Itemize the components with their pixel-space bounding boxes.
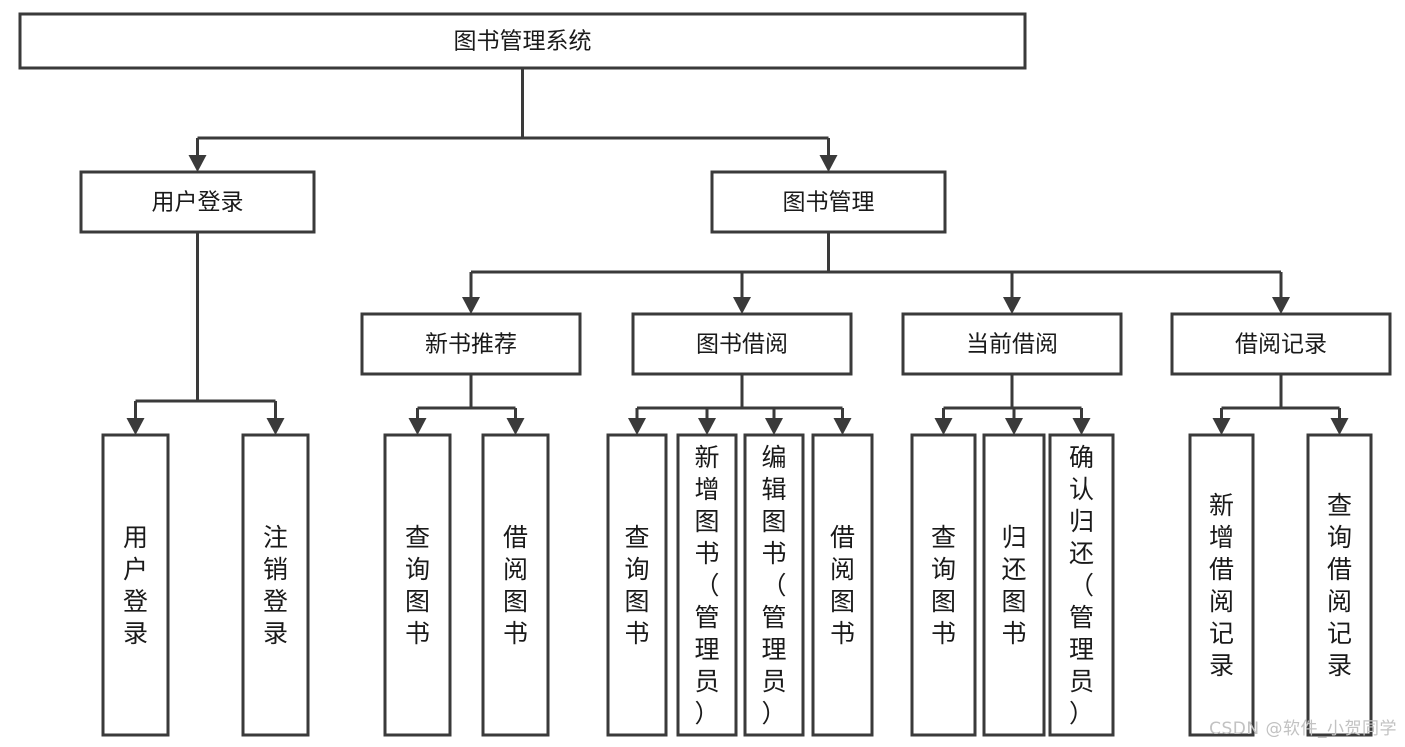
node-leaf_1[interactable]: 注销登录	[241, 433, 310, 737]
edge-arrowhead	[188, 155, 207, 172]
node-label: 查询图书	[624, 523, 649, 648]
node-label: 查询图书	[405, 523, 430, 648]
node-leaf_5[interactable]: 新增图书（管理员）	[676, 433, 738, 737]
node-label: 确认归还（管理员）	[1069, 443, 1094, 728]
edge-arrowhead	[1272, 297, 1290, 314]
edge-arrowhead	[408, 418, 427, 435]
node-label: 借阅图书	[503, 523, 528, 648]
node-l2_0[interactable]: 用户登录	[79, 170, 316, 234]
node-box	[1188, 433, 1255, 737]
node-box	[631, 312, 853, 376]
node-label: 图书管理系统	[454, 29, 592, 55]
node-label: 新增借阅记录	[1209, 491, 1234, 680]
node-leaf_11[interactable]: 新增借阅记录	[1188, 433, 1255, 737]
node-box	[676, 433, 738, 737]
edge-arrowhead	[266, 418, 285, 435]
node-label: 新增图书（管理员）	[694, 443, 719, 728]
node-box	[1048, 433, 1115, 737]
node-leaf_6[interactable]: 编辑图书（管理员）	[743, 433, 805, 737]
node-box	[360, 312, 582, 376]
node-label: 当前借阅	[966, 332, 1058, 358]
edge-arrowhead	[1072, 418, 1091, 435]
node-box	[241, 433, 310, 737]
node-leaf_10[interactable]: 确认归还（管理员）	[1048, 433, 1115, 737]
node-label: 用户登录	[152, 190, 244, 216]
node-root[interactable]: 图书管理系统	[18, 12, 1027, 70]
node-layer: 图书管理系统用户登录图书管理新书推荐图书借阅当前借阅借阅记录用户登录注销登录查询…	[18, 12, 1392, 737]
csdn-watermark: CSDN @软件_小贺同学	[1209, 719, 1397, 739]
node-label: 注销登录	[263, 523, 288, 648]
node-label: 用户登录	[123, 523, 148, 648]
edge-arrowhead	[1330, 418, 1349, 435]
node-label: 归还图书	[1001, 523, 1026, 648]
node-box	[1170, 312, 1392, 376]
edge-arrowhead	[462, 297, 480, 314]
node-l3_0[interactable]: 新书推荐	[360, 312, 582, 376]
node-l3_2[interactable]: 当前借阅	[901, 312, 1123, 376]
node-label: 借阅图书	[830, 523, 855, 648]
node-leaf_2[interactable]: 查询图书	[383, 433, 452, 737]
edge-arrowhead	[126, 418, 145, 435]
node-l2_1[interactable]: 图书管理	[710, 170, 947, 234]
node-box	[910, 433, 977, 737]
node-box	[710, 170, 947, 234]
node-label: 图书管理	[783, 190, 875, 216]
edge-arrowhead	[934, 418, 953, 435]
node-label: 图书借阅	[696, 332, 788, 358]
node-box	[1306, 433, 1373, 737]
node-leaf_0[interactable]: 用户登录	[101, 433, 170, 737]
node-l3_1[interactable]: 图书借阅	[631, 312, 853, 376]
edge-arrowhead	[506, 418, 525, 435]
node-leaf_8[interactable]: 查询图书	[910, 433, 977, 737]
node-box	[18, 12, 1027, 70]
node-box	[811, 433, 874, 737]
edge-arrowhead	[1003, 297, 1021, 314]
node-box	[982, 433, 1046, 737]
edge-arrowhead	[1212, 418, 1231, 435]
node-box	[101, 433, 170, 737]
node-leaf_12[interactable]: 查询借阅记录	[1306, 433, 1373, 737]
edge-arrowhead	[628, 418, 646, 435]
node-box	[901, 312, 1123, 376]
edge-arrowhead	[819, 155, 838, 172]
edge-arrowhead	[1005, 418, 1023, 435]
node-box	[606, 433, 668, 737]
node-label: 编辑图书（管理员）	[761, 443, 786, 728]
edge-arrowhead	[698, 418, 716, 435]
node-box	[79, 170, 316, 234]
node-l3_3[interactable]: 借阅记录	[1170, 312, 1392, 376]
edge-arrowhead	[765, 418, 783, 435]
node-leaf_9[interactable]: 归还图书	[982, 433, 1046, 737]
edge-arrowhead	[733, 297, 751, 314]
node-label: 借阅记录	[1235, 332, 1327, 358]
node-box	[383, 433, 452, 737]
node-label: 新书推荐	[425, 332, 517, 358]
node-leaf_4[interactable]: 查询图书	[606, 433, 668, 737]
node-leaf_3[interactable]: 借阅图书	[481, 433, 550, 737]
node-box	[743, 433, 805, 737]
node-leaf_7[interactable]: 借阅图书	[811, 433, 874, 737]
edge-arrowhead	[833, 418, 852, 435]
edge-layer	[126, 68, 1349, 435]
node-label: 查询图书	[931, 523, 956, 648]
node-box	[481, 433, 550, 737]
node-label: 查询借阅记录	[1327, 491, 1352, 680]
